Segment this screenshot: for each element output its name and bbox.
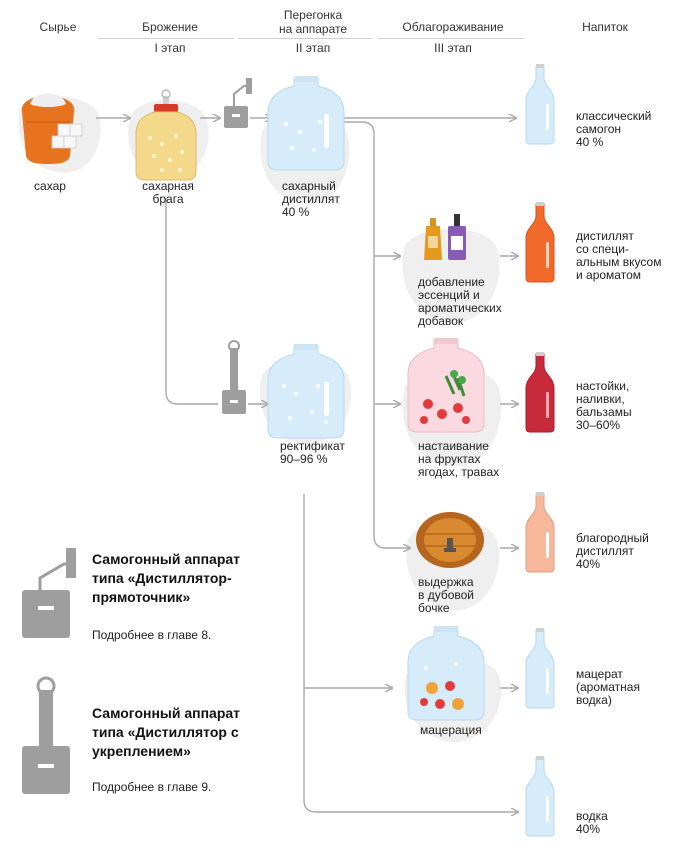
label-rectified: ректификат 90–96 % xyxy=(280,439,345,466)
label-wash: сахарная брага xyxy=(142,179,194,206)
legend-direct-apparatus-icon xyxy=(22,548,76,638)
essence-bottles-icon xyxy=(424,214,466,260)
drink-bottle-classic xyxy=(525,64,555,145)
drink-label-classic: классический самогон 40 % xyxy=(576,109,652,149)
arrow-distillate-branch xyxy=(344,121,410,548)
header-drink: Напиток xyxy=(582,20,628,34)
distillate-jar-icon xyxy=(267,76,345,171)
label-maceration: мацерация xyxy=(420,723,482,737)
label-aging: выдержка в дубовой бочке xyxy=(418,575,475,615)
label-essences: добавление эссенций и ароматических доба… xyxy=(418,275,502,328)
drink-bottle-liqueurs xyxy=(525,352,555,433)
header-distillation-stage: II этап xyxy=(295,41,331,55)
header-fermentation: Брожение xyxy=(142,20,198,34)
maceration-jar-icon xyxy=(407,626,485,721)
header-divider xyxy=(98,38,234,39)
legend-reflux-note: Подробнее в главе 9. xyxy=(92,780,212,794)
header-divider xyxy=(238,38,372,39)
drink-label-vodka: водка 40% xyxy=(576,809,608,836)
arrow-wash-down xyxy=(165,198,218,405)
drink-bottle-macerate xyxy=(525,628,555,709)
drink-bottle-vodka xyxy=(525,756,555,837)
header-fermentation-stage: I этап xyxy=(154,41,186,55)
wash-carboy-icon xyxy=(135,89,197,181)
label-sugar: сахар xyxy=(34,179,66,193)
arrow-rectified-branch xyxy=(303,494,518,812)
header-distillation: Перегонка на аппарате xyxy=(278,8,348,36)
oak-barrel-icon xyxy=(416,512,484,568)
reflux-apparatus-icon xyxy=(222,340,246,414)
legend-reflux-apparatus-icon xyxy=(22,676,70,794)
header-refinement-stage: III этап xyxy=(434,41,472,55)
legend-direct-title: Самогонный аппарат типа «Дистиллятор- пр… xyxy=(92,551,241,605)
header-refinement: Облагораживание xyxy=(402,20,504,34)
drink-bottle-flavored xyxy=(525,202,555,283)
legend-direct-note: Подробнее в главе 8. xyxy=(92,628,212,642)
drink-label-flavored: дистиллят со специ- альным вкусом и аром… xyxy=(576,229,662,282)
label-sugar-distillate: сахарный дистиллят 40 % xyxy=(282,179,340,219)
header-divider xyxy=(378,38,524,39)
legend-reflux-title: Самогонный аппарат типа «Дистиллятор с у… xyxy=(92,705,241,759)
rectified-jar-icon xyxy=(267,344,345,439)
sugar-bag-icon xyxy=(21,93,83,164)
drink-bottle-noble xyxy=(525,492,555,573)
label-infusion: настаивание на фруктах ягодах, травах xyxy=(418,439,500,479)
drink-label-liqueurs: настойки, наливки, бальзамы 30–60% xyxy=(576,379,632,432)
infusion-jar-icon xyxy=(407,338,485,433)
header-raw: Сырье xyxy=(39,20,77,34)
distiller-apparatus-icon xyxy=(224,78,252,128)
drink-label-macerate: мацерат (ароматная водка) xyxy=(576,667,640,707)
flow-arrows xyxy=(96,118,518,812)
drink-label-noble: благородный дистиллят 40% xyxy=(576,531,649,571)
